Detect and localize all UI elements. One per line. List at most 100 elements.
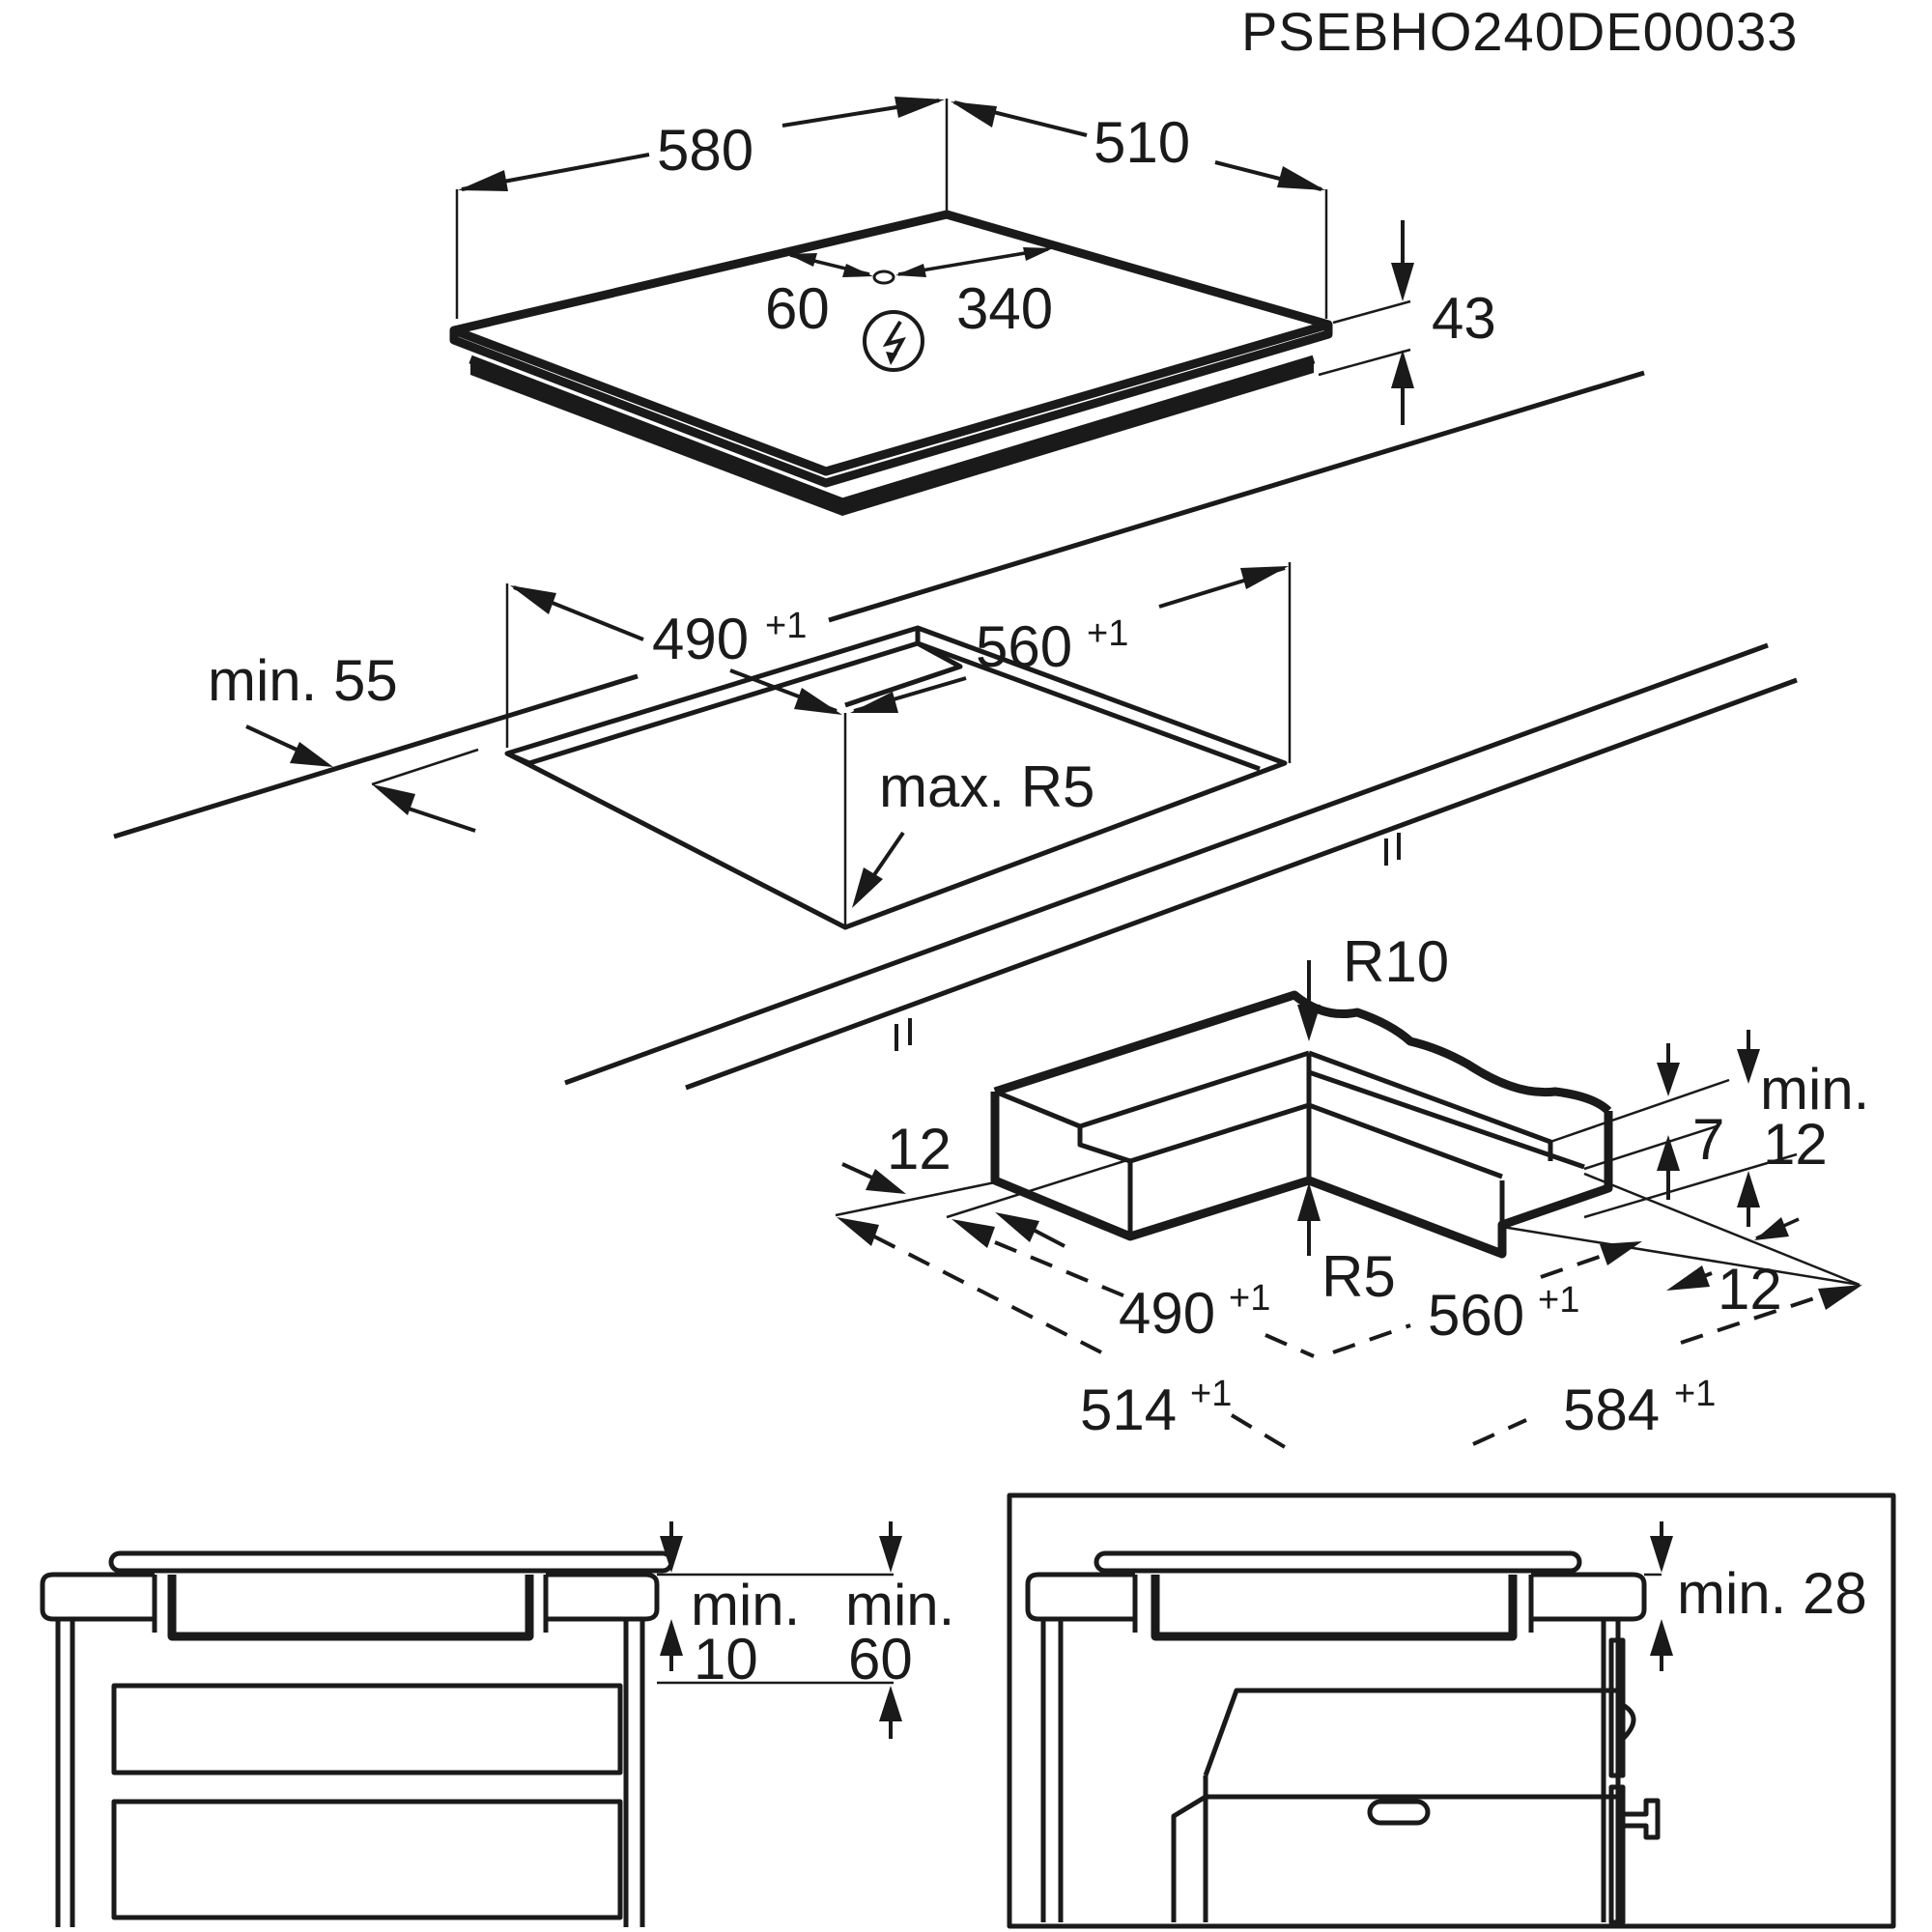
oven-door-edge: [1608, 1637, 1626, 1778]
cutout-inner-edge: [506, 640, 1261, 772]
lightning-bolt-icon-tip: [886, 352, 897, 365]
cutout-depth-tolerance: +1: [765, 606, 807, 646]
top-radius-label: R10: [1343, 929, 1449, 994]
arrow-head: [951, 101, 997, 128]
arrow-head: [879, 1686, 902, 1721]
ext-line: [835, 1180, 996, 1217]
section-right-drawing: min. 28: [1007, 1492, 1896, 1929]
inner-depth-tolerance: +1: [1229, 1278, 1270, 1319]
cutout-width-tolerance: +1: [1087, 613, 1128, 654]
step-min-value: 12: [1763, 1112, 1828, 1177]
connection-right-label: 340: [956, 276, 1053, 341]
arrow-head: [895, 264, 926, 277]
worktop-front-edge: [685, 677, 1798, 1091]
ext-line: [1583, 1123, 1720, 1171]
dim-line-490-inner: [994, 1240, 1126, 1298]
hob-glass: [1094, 1550, 1582, 1574]
arrow-head: [866, 1169, 906, 1194]
step-min-label: min.: [1760, 1057, 1869, 1122]
dim-line-584: [1472, 1418, 1527, 1446]
oven-door-edge: [1608, 1784, 1626, 1925]
hob-body-section: [1151, 1575, 1518, 1641]
gap-28-label: min. 28: [1677, 1561, 1867, 1626]
ext-line: [371, 748, 479, 786]
hob-depth-label: 510: [1094, 110, 1190, 175]
arrow-head: [1240, 566, 1289, 589]
worktop-left: [40, 1572, 155, 1622]
frame-step-line: [994, 1050, 1310, 1129]
arrow-head: [1818, 1285, 1862, 1310]
hob-top-edge: [449, 325, 1333, 488]
arrow-head: [660, 1619, 683, 1656]
ext-line: [946, 1157, 1131, 1219]
cutout-corner: [844, 628, 963, 708]
frame-step-line: [1308, 1069, 1585, 1170]
frame-top-edge: [993, 990, 1612, 1115]
dim-line-55: [405, 806, 476, 833]
arrow-head: [842, 264, 873, 277]
worktop-edge: [828, 370, 1645, 623]
side-margin-label: 12: [887, 1117, 952, 1181]
inner-width-label: 560: [1428, 1283, 1524, 1348]
ext-line: [1332, 299, 1411, 325]
dim-line-514: [1230, 1413, 1287, 1449]
frame-cutout-drawing: R10 R5 12 514 +1 584 +1 49: [835, 929, 1869, 1449]
gap1-min-label: min.: [691, 1573, 800, 1637]
arrow-head: [1657, 1135, 1680, 1171]
arrow-head: [879, 1536, 902, 1573]
arrow-head: [852, 867, 883, 908]
arrow-head: [458, 170, 508, 191]
dim-line-560-inner: [1332, 1323, 1411, 1354]
hob-glass: [108, 1550, 674, 1574]
right-margin-label: 12: [1718, 1257, 1782, 1321]
cutout-drawing: 490 +1 560 +1 min. 55 max. R5: [113, 370, 1798, 1091]
ext-line: [1549, 1078, 1730, 1144]
arrow-head: [1650, 1536, 1673, 1573]
cutout-width-label: 560: [976, 614, 1072, 679]
arrow-head: [1737, 1171, 1760, 1208]
drawer-front: [111, 1683, 623, 1776]
worktop-left: [1025, 1572, 1135, 1622]
section-left-drawing: min. 10 min. 60: [40, 1521, 954, 1927]
oven-knob: [1623, 1798, 1661, 1840]
arrow-head: [1277, 166, 1325, 190]
arrow-head: [1023, 247, 1053, 261]
gap2-min-label: min.: [845, 1573, 954, 1637]
inner-radius-label: R5: [1321, 1244, 1396, 1309]
arrow-head: [1754, 1217, 1789, 1240]
arrow-head: [1650, 1619, 1673, 1656]
ext-line: [1501, 1225, 1861, 1287]
arrow-head: [660, 1536, 683, 1573]
connection-point: [872, 270, 895, 285]
dim-line-514: [873, 1235, 1102, 1354]
outer-width-label: 584: [1563, 1378, 1660, 1442]
outer-width-tolerance: +1: [1674, 1374, 1716, 1414]
arrow-head: [372, 784, 415, 815]
oven-top: [1203, 1776, 1618, 1800]
dim-line-584: [1680, 1293, 1827, 1345]
arrow-head: [1666, 1265, 1710, 1291]
arrow-head: [1297, 1005, 1321, 1041]
ext-line: [1583, 1172, 1861, 1287]
arrow-head: [1737, 1049, 1760, 1084]
worktop-front-edge: [564, 642, 1769, 1086]
lightning-bolt-icon: [863, 310, 924, 372]
ext-line: [1583, 1152, 1798, 1219]
inner-width-tolerance: +1: [1538, 1280, 1579, 1321]
lightning-bolt-icon-symbol: [882, 320, 906, 362]
dim-line-560-inner: [1540, 1250, 1614, 1279]
radius-leader: [869, 831, 905, 881]
arrow-head: [837, 1217, 879, 1246]
arrow-head: [290, 742, 333, 767]
outer-depth-tolerance: +1: [1190, 1374, 1232, 1414]
connection-left-label: 60: [765, 276, 830, 341]
hob-drawing: 580 510 43 60 340: [449, 97, 1496, 516]
worktop-right: [546, 1572, 660, 1622]
document-code: PSEBHO240DE00033: [1241, 1, 1798, 62]
oven-knob: [1621, 1702, 1636, 1741]
corner-radius-label: max. R5: [879, 754, 1094, 819]
oven-handle: [1367, 1799, 1431, 1826]
dim-line-490-inner: [1264, 1333, 1315, 1358]
